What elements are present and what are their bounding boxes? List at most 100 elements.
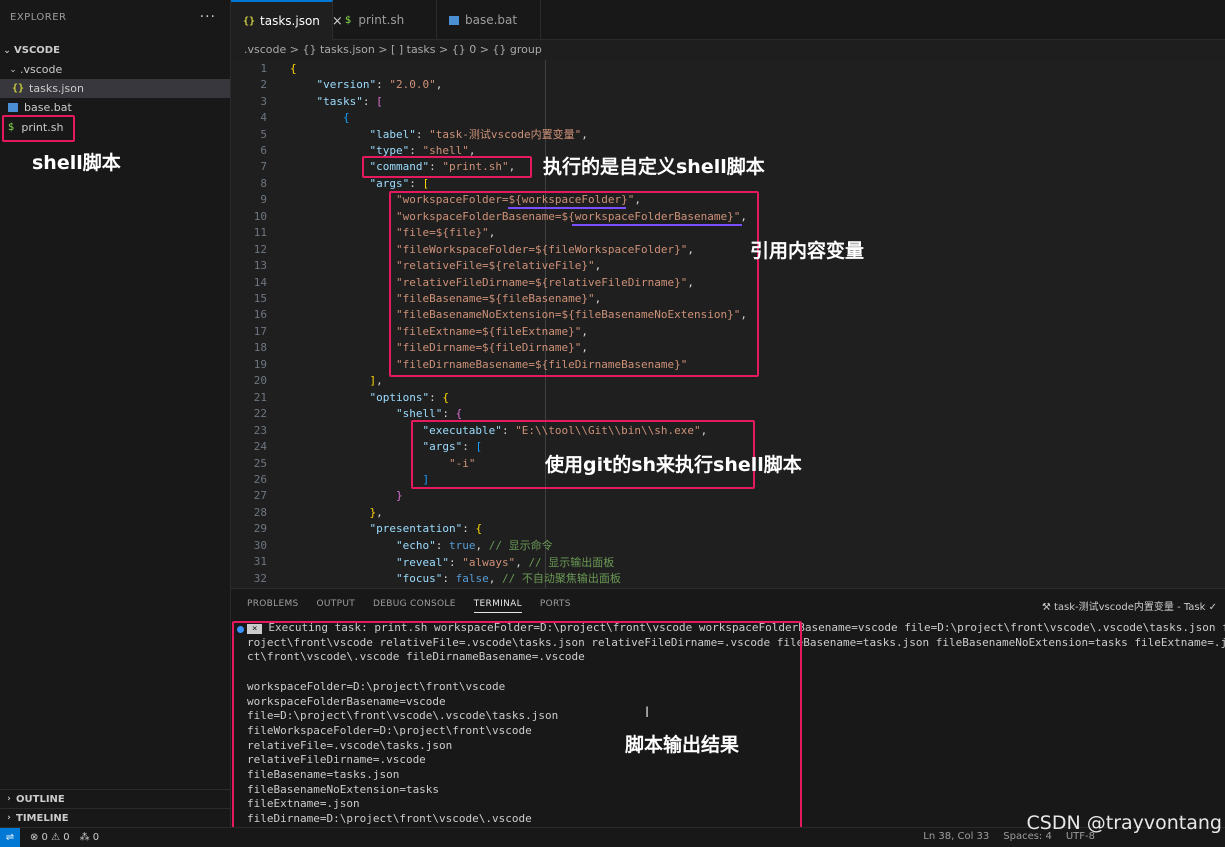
code-line[interactable]: 7 "command": "print.sh",: [231, 159, 1225, 175]
workspace-root[interactable]: ⌄ VSCODE: [0, 41, 230, 60]
indentation[interactable]: Spaces: 4: [1003, 831, 1052, 842]
close-icon[interactable]: ×: [331, 13, 343, 29]
code-token: :: [429, 390, 443, 404]
problems-status[interactable]: ⊗ 0 ⚠ 0: [30, 832, 70, 843]
code-token: [290, 325, 396, 338]
terminal-line: relativeFileDirname=.vscode: [247, 753, 426, 768]
tab-problems[interactable]: PROBLEMS: [247, 599, 299, 609]
code-line[interactable]: 29 "presentation": {: [231, 521, 1225, 537]
code-content: "version": "2.0.0",: [290, 78, 443, 91]
terminal-line: roject\front\vscode relativeFile=.vscode…: [247, 636, 1225, 651]
terminal-line: fileBasename=tasks.json: [247, 768, 399, 783]
outline-section[interactable]: › OUTLINE: [0, 789, 230, 808]
code-content: "relativeFile=${relativeFile}",: [290, 259, 601, 272]
code-line[interactable]: 28 },: [231, 504, 1225, 520]
code-line[interactable]: 13 "relativeFile=${relativeFile}",: [231, 257, 1225, 273]
timeline-section[interactable]: › TIMELINE: [0, 808, 230, 827]
code-line[interactable]: 14 "relativeFileDirname=${relativeFileDi…: [231, 274, 1225, 290]
ports-status[interactable]: ⁂ 0: [79, 832, 100, 843]
line-number: 9: [260, 193, 267, 207]
code-line[interactable]: 16 "fileBasenameNoExtension=${fileBasena…: [231, 307, 1225, 323]
code-token: "fileBasename=${fileBasename}": [395, 292, 595, 306]
code-token: ]: [369, 374, 377, 388]
status-bar: ⇌ ⊗ 0 ⚠ 0 ⁂ 0 Ln 38, Col 33 Spaces: 4 UT…: [0, 827, 1225, 847]
annotation-box-command: [362, 156, 532, 178]
encoding[interactable]: UTF-8: [1065, 831, 1095, 842]
tab-terminal[interactable]: TERMINAL: [473, 599, 522, 613]
tab-tasks-json[interactable]: {} tasks.json ×: [231, 0, 343, 40]
code-line[interactable]: 24 "args": [: [231, 438, 1225, 454]
code-editor[interactable]: 1{2 "version": "2.0.0",3 "tasks": [4 {5 …: [231, 60, 1225, 588]
code-token: "-i": [448, 456, 476, 470]
code-line[interactable]: 4 {: [231, 109, 1225, 125]
terminal-text: Executing task: print.sh workspaceFolder…: [268, 621, 1225, 634]
remote-icon[interactable]: ⇌: [0, 827, 20, 847]
annotation-box-print-sh: [2, 115, 75, 142]
terminal-line: fileBasenameNoExtension=tasks: [247, 783, 439, 798]
code-token: [: [475, 440, 483, 454]
line-number: 27: [253, 489, 267, 503]
code-content: {: [290, 111, 350, 124]
terminal-text: workspaceFolderBasename=vscode: [247, 694, 446, 708]
tree-item-vscode-folder[interactable]: ⌄ .vscode: [0, 60, 230, 79]
tree-item-tasks-json[interactable]: {} tasks.json: [0, 79, 230, 98]
code-line[interactable]: 6 "type": "shell",: [231, 142, 1225, 158]
code-line[interactable]: 30 "echo": true, // 显示命令: [231, 537, 1225, 553]
code-line[interactable]: 1{: [231, 60, 1225, 76]
code-token: ]: [422, 472, 430, 486]
code-token: ,: [594, 259, 602, 273]
code-line[interactable]: 25 "-i": [231, 455, 1225, 471]
code-line[interactable]: 2 "version": "2.0.0",: [231, 76, 1225, 92]
code-token: [290, 177, 369, 190]
tab-ports[interactable]: PORTS: [539, 599, 571, 609]
code-token: [290, 95, 317, 108]
more-actions-icon[interactable]: ···: [199, 9, 216, 25]
tab-debug-console[interactable]: DEBUG CONSOLE: [373, 599, 456, 609]
code-line[interactable]: 19 "fileDirnameBasename=${fileDirnameBas…: [231, 356, 1225, 372]
code-line[interactable]: 15 "fileBasename=${fileBasename}",: [231, 290, 1225, 306]
code-line[interactable]: 20 ],: [231, 373, 1225, 389]
code-line[interactable]: 5 "label": "task-测试vscode内置变量",: [231, 126, 1225, 142]
code-line[interactable]: 11 "file=${file}",: [231, 225, 1225, 241]
terminal-task-selector[interactable]: ⚒ task-测试vscode内置变量 - Task ✓: [1042, 598, 1217, 613]
code-token: [290, 308, 396, 321]
code-line[interactable]: 23 "executable": "E:\\tool\\Git\\bin\\sh…: [231, 422, 1225, 438]
code-token: ,: [515, 555, 529, 569]
line-number: 26: [253, 472, 267, 486]
tree-item-base-bat[interactable]: base.bat: [0, 98, 230, 117]
tab-label: base.bat: [465, 13, 518, 27]
line-number: 4: [260, 111, 267, 125]
tab-output[interactable]: OUTPUT: [316, 599, 356, 609]
code-token: }: [395, 489, 403, 503]
code-line[interactable]: 8 "args": [: [231, 175, 1225, 191]
code-line[interactable]: 18 "fileDirname=${fileDirname}",: [231, 340, 1225, 356]
bat-file-icon: [449, 15, 459, 25]
code-token: [290, 276, 396, 289]
code-line[interactable]: 17 "fileExtname=${fileExtname}",: [231, 323, 1225, 339]
explorer-sidebar: EXPLORER ··· ⌄ VSCODE ⌄ .vscode {} tasks…: [0, 0, 231, 827]
code-line[interactable]: 26 ]: [231, 471, 1225, 487]
cursor-position[interactable]: Ln 38, Col 33: [923, 831, 990, 842]
tab-base-bat[interactable]: base.bat: [437, 0, 541, 40]
code-line[interactable]: 3 "tasks": [: [231, 93, 1225, 109]
tab-print-sh[interactable]: $ print.sh: [333, 0, 437, 40]
code-line[interactable]: 9 "workspaceFolder=${workspaceFolder}",: [231, 192, 1225, 208]
terminal-line: workspaceFolderBasename=vscode: [247, 695, 446, 710]
line-number: 15: [253, 292, 267, 306]
line-number: 23: [253, 423, 267, 437]
code-line[interactable]: 27 }: [231, 488, 1225, 504]
code-token: ,: [376, 374, 383, 388]
code-token: [290, 473, 422, 486]
tree-item-print-sh[interactable]: $ print.sh: [0, 118, 230, 137]
code-token: [: [422, 176, 430, 190]
line-number: 5: [260, 127, 267, 141]
breadcrumb[interactable]: .vscode > {} tasks.json > [ ] tasks > {}…: [244, 43, 542, 56]
line-number: 17: [253, 324, 267, 338]
code-line[interactable]: 21 "options": {: [231, 389, 1225, 405]
code-line[interactable]: 10 "workspaceFolderBasename=${workspaceF…: [231, 208, 1225, 224]
code-line[interactable]: 32 "focus": false, // 不自动聚焦输出面板: [231, 570, 1225, 586]
code-line[interactable]: 22 "shell": {: [231, 405, 1225, 421]
code-content: }: [290, 489, 403, 502]
code-line[interactable]: 12 "fileWorkspaceFolder=${fileWorkspaceF…: [231, 241, 1225, 257]
code-line[interactable]: 31 "reveal": "always", // 显示输出面板: [231, 554, 1225, 570]
